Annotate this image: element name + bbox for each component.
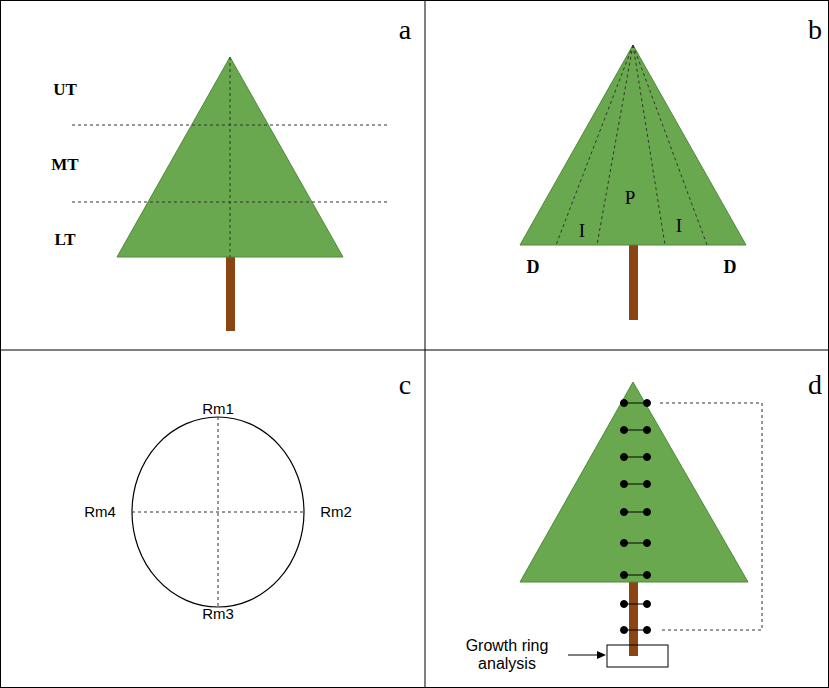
panel-letter: a xyxy=(399,15,411,46)
section-label: MT xyxy=(51,156,78,175)
radius-label: Rm1 xyxy=(202,401,234,418)
callout-label: Growth ring analysis xyxy=(447,637,567,672)
section-label: UT xyxy=(53,81,77,100)
radius-label: Rm2 xyxy=(320,504,352,521)
crown-zone-label: I xyxy=(579,221,585,242)
panel-letter: d xyxy=(808,370,822,401)
crown-zone-label: I xyxy=(676,216,682,237)
panel-letter: c xyxy=(399,370,411,401)
radius-label: Rm4 xyxy=(84,504,116,521)
section-label: LT xyxy=(54,231,75,250)
panel-letter: b xyxy=(808,15,822,46)
crown-zone-label: P xyxy=(625,188,636,209)
crown-zone-label: D xyxy=(724,258,737,278)
crown-zone-label: D xyxy=(527,258,540,278)
radius-label: Rm3 xyxy=(202,606,234,623)
